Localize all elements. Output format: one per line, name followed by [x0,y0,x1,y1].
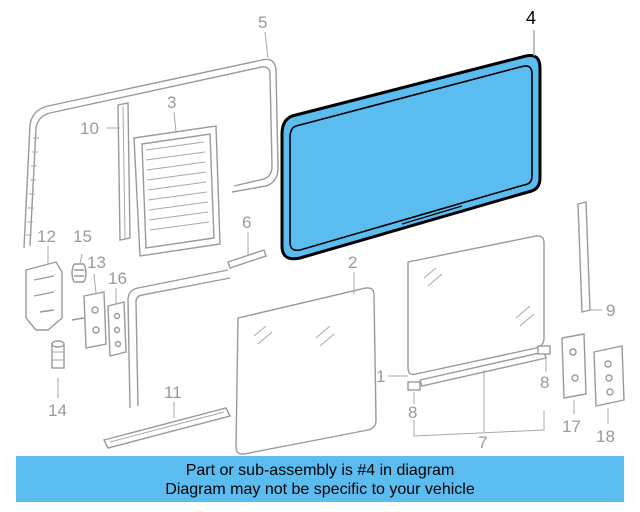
callout-2: 2 [348,253,357,272]
callout-9: 9 [606,301,615,320]
callout-10: 10 [80,119,99,138]
part-13-bracket [71,291,107,349]
part-5-frame-seal [23,58,279,249]
banner-line-1: Part or sub-assembly is #4 in diagram [185,462,455,479]
exploded-parts-diagram: 4 5 3 10 6 2 12 15 13 16 14 11 1 8 8 7 9… [23,8,625,455]
part-8-guide-right [537,345,551,355]
part-1-glass [407,235,545,376]
part-18-plate [593,345,625,407]
callout-1: 1 [376,367,385,386]
callout-14: 14 [48,401,67,420]
callout-8-left: 8 [408,403,417,422]
part-2-glass [235,287,377,455]
part-12-latch [25,261,63,331]
callout-16: 16 [108,269,127,288]
callout-18: 18 [596,427,615,446]
callout-4: 4 [526,8,536,28]
callout-6: 6 [242,213,251,232]
part-8-guide-left [407,381,421,391]
callout-3: 3 [167,93,176,112]
part-11-bottom-track [102,407,232,449]
leader-lines [47,30,609,437]
part-15-spring [71,263,87,283]
callout-13: 13 [87,253,106,272]
callout-5: 5 [258,13,267,32]
part-14-knob [51,340,65,369]
part-16-plate [107,301,127,357]
callout-17: 17 [562,417,581,436]
info-banner: Part or sub-assembly is #4 in diagram Di… [16,456,624,502]
part-3-screen [133,125,221,257]
part-9-vertical-strip [577,201,591,313]
part-4-window-glass [280,54,542,261]
part-channel-vertical [127,269,231,409]
callout-8-right: 8 [540,373,549,392]
banner-line-2: Diagram may not be specific to your vehi… [165,481,475,498]
part-6-lower-channel [227,249,267,269]
callout-12: 12 [37,227,56,246]
callout-15: 15 [73,227,92,246]
part-10-channel [117,102,131,241]
callout-7: 7 [478,433,487,452]
callout-11: 11 [164,383,182,402]
part-17-plate [561,333,587,399]
